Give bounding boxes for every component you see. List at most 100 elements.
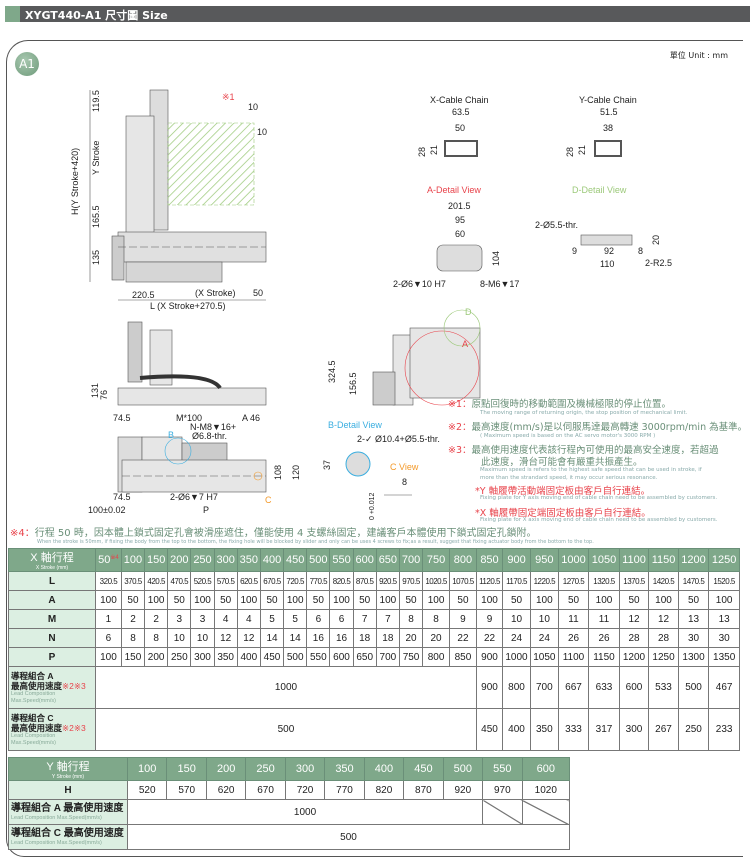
table-cell: 18 [375,628,400,648]
row-label: L [8,571,96,591]
x-stroke-col: 250 [190,548,215,572]
table-cell: 1300 [677,647,710,667]
drawing-frame [6,40,743,857]
stroke-value: 200 [170,554,189,566]
x-stroke-col: 50※4 [95,548,122,572]
svg-text:324.5: 324.5 [327,360,337,383]
svg-text:2-Ø6▼7 H7: 2-Ø6▼7 H7 [170,492,218,502]
right-dimensions: 324.5 156.5 A D [327,307,472,395]
table-cell: 450 [259,647,285,667]
table-cell: 200 [144,647,169,667]
table-cell: 720 [284,780,326,800]
note-x-chain-en: Fixing plate for X axis moving end of ca… [480,517,718,523]
stroke-value: 50 [98,554,111,566]
table-cell: 12 [236,628,261,648]
note4-mark: ※4 [110,555,119,561]
table-cell: 13 [708,609,740,629]
table-cell: 970 [482,780,523,800]
stroke-value: 950 [535,554,554,566]
stroke-value: 750 [426,554,446,566]
row-label: N [8,628,96,648]
stroke-value: 650 [378,554,398,566]
svg-text:2-Ø5.5-thr.: 2-Ø5.5-thr. [535,220,578,230]
table-cell: 11 [588,609,620,629]
svg-text:156.5: 156.5 [348,372,358,395]
table-cell: 620 [205,780,247,800]
table-cell: 50 [259,590,285,610]
svg-text:Y-Cable Chain: Y-Cable Chain [579,95,637,105]
table-cell: 150 [120,647,146,667]
table-cell: 16 [329,628,354,648]
speed-en2: Max.Speed(mm/s) [11,739,56,746]
stroke-value: 800 [453,554,473,566]
table-cell: 22 [449,628,477,648]
stroke-value: 350 [239,554,259,566]
row-label: P [8,647,96,667]
y-stroke-col: 350 [324,757,365,781]
table-cell: 770.5 [306,571,331,591]
table-cell: 100 [708,590,740,610]
speed-en: Lead Composition [11,690,56,697]
table-cell: 8 [120,628,146,648]
table-cell: 420.5 [144,571,169,591]
speed-cell: 800 [502,666,531,709]
note-3-en2: more than the strandard speed, it may oc… [480,475,658,481]
table-cell: 1 [95,609,122,629]
table-cell: 28 [618,628,650,648]
y-stroke-col: 300 [284,757,326,781]
section-title: XYGT440-A1 尺寸圖 Size [25,9,168,22]
row-label: M [8,609,96,629]
svg-text:H(Y Stroke+420): H(Y Stroke+420) [70,148,80,215]
speed-cell: 350 [529,708,559,751]
table-cell: 13 [677,609,710,629]
table-cell: 670.5 [259,571,285,591]
svg-text:76: 76 [99,390,109,400]
table-cell: 28 [648,628,679,648]
table-cell: 100 [329,590,354,610]
table-cell: 24 [502,628,531,648]
stroke-value: 1050 [591,554,617,566]
top-view [117,436,267,493]
table-cell: 1250 [648,647,679,667]
x-stroke-col: 700 [398,548,424,572]
stroke-value: 700 [401,554,421,566]
svg-text:C: C [265,495,272,505]
table-cell: 6 [95,628,122,648]
table-cell: 100 [144,590,169,610]
speed-label-1: 導程組合 C 最高使用速度 [11,827,124,839]
table-cell: 4 [213,609,238,629]
table-cell: 820 [363,780,405,800]
table-cell: 1220.5 [529,571,559,591]
x-stroke-col: 200 [167,548,192,572]
x-stroke-col: 450 [283,548,308,572]
table-cell: 400 [236,647,261,667]
stroke-value: 100 [123,554,143,566]
note-4-en: When the stroke is 50mm, if fixing the b… [37,539,594,545]
svg-text:119.5: 119.5 [91,90,101,112]
table-cell: 100 [648,590,679,610]
svg-text:60: 60 [455,229,465,239]
note-2: ※2：最高速度(mm/s)是以伺服馬達最高轉速 3000rpm/min 為基準。 [448,422,748,433]
table-cell: 700 [375,647,400,667]
not-available-cell [482,799,523,825]
table-cell: 50 [449,590,477,610]
svg-text:37: 37 [322,460,332,470]
table-cell: 11 [557,609,590,629]
speed-en: Lead Composition Max.Speed(mm/s) [11,814,102,821]
stroke-value: 150 [146,554,166,566]
x-stroke-col: 350 [236,548,261,572]
y-stroke-subtitle: Y Stroke (mm) [51,774,85,780]
y-stroke-col: 400 [363,757,405,781]
svg-text:51.5: 51.5 [600,107,618,117]
table-cell: 1350 [708,647,740,667]
merged-speed: 500 [95,708,477,751]
table-cell: 50 [120,590,146,610]
